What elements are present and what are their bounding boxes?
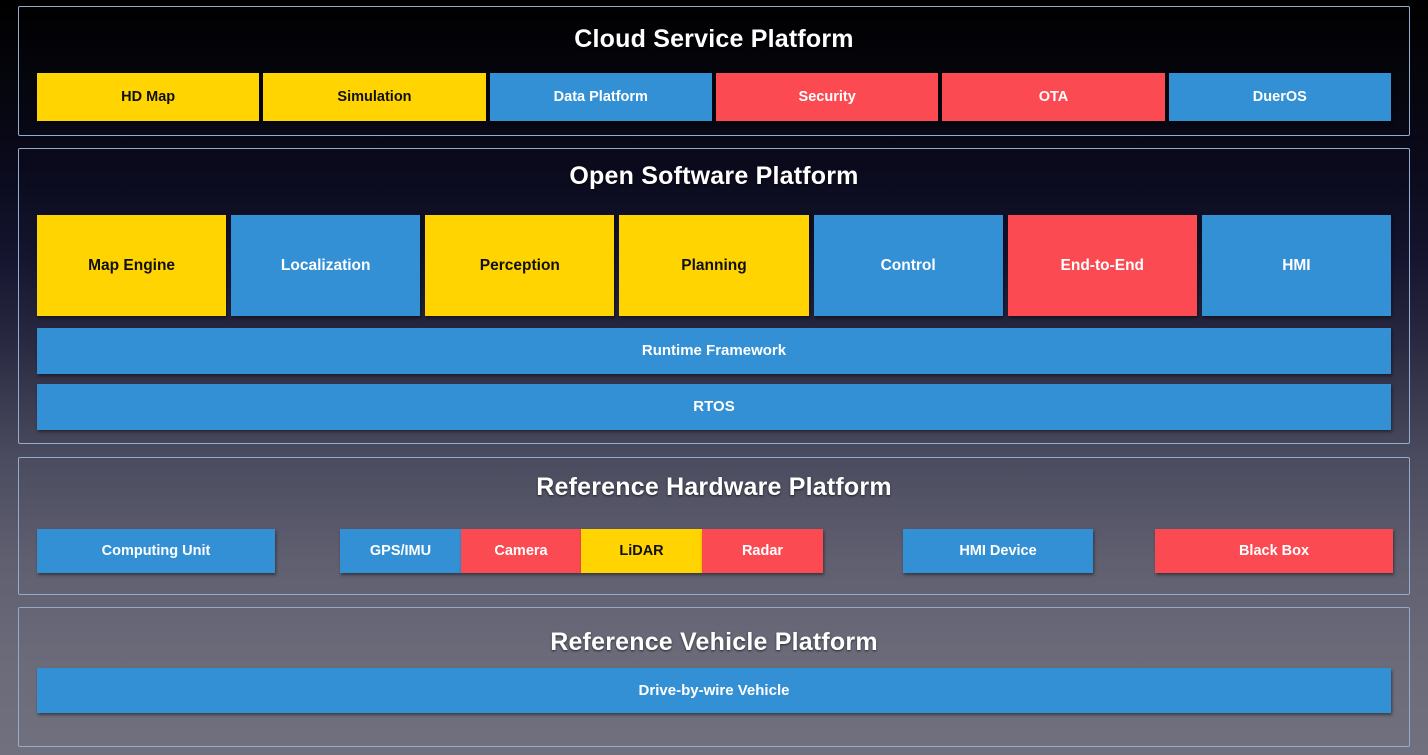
- block-planning[interactable]: Planning: [619, 215, 809, 316]
- block-hmi[interactable]: HMI: [1201, 215, 1391, 316]
- block-runtime-framework[interactable]: Runtime Framework: [37, 328, 1391, 374]
- layer-title-reference-hardware-platform: Reference Hardware Platform: [536, 473, 892, 501]
- block-black-box[interactable]: Black Box: [1155, 529, 1393, 573]
- block-computing-unit[interactable]: Computing Unit: [37, 529, 275, 573]
- cloud-block-row: HD Map Simulation Data Platform Security…: [37, 73, 1391, 121]
- block-perception[interactable]: Perception: [425, 215, 615, 316]
- block-data-platform[interactable]: Data Platform: [489, 73, 712, 121]
- block-ota[interactable]: OTA: [942, 73, 1165, 121]
- block-control[interactable]: Control: [813, 215, 1003, 316]
- hardware-block-row: Computing Unit GPS/IMU Camera LiDAR Rada…: [37, 529, 1393, 573]
- block-dueros[interactable]: DuerOS: [1168, 73, 1391, 121]
- layer-title-open-software-platform: Open Software Platform: [569, 162, 859, 190]
- block-rtos[interactable]: RTOS: [37, 384, 1391, 430]
- block-hmi-device[interactable]: HMI Device: [903, 529, 1093, 573]
- block-camera[interactable]: Camera: [461, 529, 581, 573]
- block-drive-by-wire-vehicle[interactable]: Drive-by-wire Vehicle: [37, 668, 1391, 713]
- layer-reference-hardware-platform: Reference Hardware Platform Computing Un…: [18, 457, 1410, 595]
- block-end-to-end[interactable]: End-to-End: [1007, 215, 1197, 316]
- layer-open-software-platform: Open Software Platform Map Engine Locali…: [18, 148, 1410, 444]
- block-security[interactable]: Security: [715, 73, 939, 121]
- block-map-engine[interactable]: Map Engine: [37, 215, 227, 316]
- software-module-row: Map Engine Localization Perception Plann…: [37, 215, 1391, 316]
- block-gps-imu[interactable]: GPS/IMU: [340, 529, 461, 573]
- block-simulation[interactable]: Simulation: [263, 73, 486, 121]
- layer-reference-vehicle-platform: Reference Vehicle Platform Drive-by-wire…: [18, 607, 1410, 747]
- block-localization[interactable]: Localization: [231, 215, 421, 316]
- block-lidar[interactable]: LiDAR: [581, 529, 702, 573]
- block-hd-map[interactable]: HD Map: [37, 73, 260, 121]
- block-radar[interactable]: Radar: [702, 529, 823, 573]
- layer-title-cloud-service-platform: Cloud Service Platform: [574, 25, 854, 53]
- layer-title-reference-vehicle-platform: Reference Vehicle Platform: [550, 628, 878, 656]
- layer-cloud-service-platform: Cloud Service Platform HD Map Simulation…: [18, 6, 1410, 136]
